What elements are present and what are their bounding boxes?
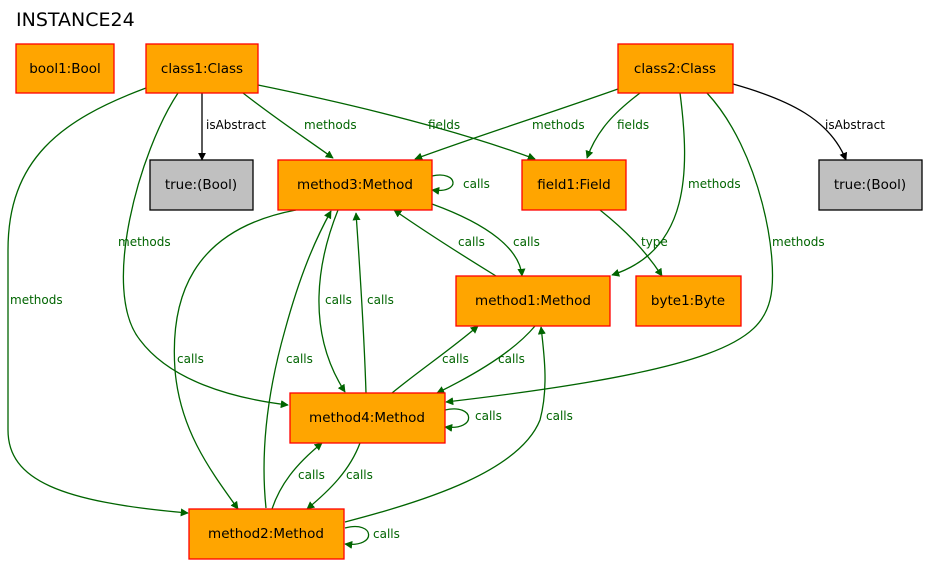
node-true-1: true:(Bool) [149,159,254,211]
edge-method3-method2-calls [173,209,297,510]
edge-class1-fields-field1 [257,84,536,161]
label-method4-self: calls [475,409,502,423]
edge-method3-self-calls [431,174,454,195]
label-method2-method4: calls [298,468,325,482]
node-method3: method3:Method [277,159,433,211]
label-method4-method3: calls [367,293,394,307]
label-class2-methods-method4: methods [772,235,825,249]
svg-text:bool1:Bool: bool1:Bool [29,61,101,77]
node-class2: class2:Class [617,43,734,94]
node-method2: method2:Method [188,508,345,560]
edge-method3-method4-calls [318,209,346,393]
edge-method4-method1-calls [391,325,479,394]
edge-method2-method4-calls [271,442,323,510]
node-class1: class1:Class [145,43,259,94]
diagram-title: INSTANCE24 [16,9,135,31]
svg-text:true:(Bool): true:(Bool) [834,177,906,193]
label-method3-method1: calls [513,235,540,249]
edge-class1-methods-method4 [122,92,289,409]
edge-field1-type-byte1 [599,209,663,277]
svg-text:byte1:Byte: byte1:Byte [651,293,725,309]
label-method2-method1: calls [546,409,573,423]
label-class2-fields: fields [617,118,649,132]
label-class1-isabstract: isAbstract [206,118,266,132]
label-method4-method2: calls [346,468,373,482]
edge-method1-method4-calls [436,325,536,394]
label-class2-methods-method1: methods [688,177,741,191]
svg-text:class1:Class: class1:Class [161,61,243,77]
node-bool1: bool1:Bool [15,43,115,94]
edge-method4-self-calls [444,408,470,432]
edge-class2-methods-method1 [611,92,686,277]
label-field1-type: type [641,235,668,249]
edge-method1-method3-calls [393,209,497,277]
label-class2-methods-method3: methods [532,118,585,132]
label-method3-method2: calls [177,352,204,366]
svg-text:method4:Method: method4:Method [309,410,425,426]
label-method1-method3: calls [458,235,485,249]
node-method4: method4:Method [289,392,446,444]
edge-method2-method1-calls [344,326,546,523]
edge-method2-method3-calls [263,210,332,509]
edge-method4-method2-calls [306,442,361,510]
label-method1-method4: calls [498,352,525,366]
label-class1-methods-method3: methods [304,118,357,132]
svg-text:method1:Method: method1:Method [475,293,591,309]
node-field1: field1:Field [521,159,627,211]
label-method2-method3: calls [286,352,313,366]
edge-class2-fields-field1 [585,92,641,159]
label-method3-self: calls [463,177,490,191]
label-class1-methods-method4: methods [118,235,171,249]
label-class1-methods-method2: methods [10,293,63,307]
node-true-2: true:(Bool) [818,159,923,211]
label-method2-self: calls [373,527,400,541]
node-byte1: byte1:Byte [635,275,742,327]
edge-method4-method3-calls [352,212,367,394]
edge-class2-methods-method3 [414,83,633,161]
svg-text:method3:Method: method3:Method [297,177,413,193]
label-class2-isabstract: isAbstract [825,118,885,132]
edge-class2-methods-method4 [445,92,774,406]
node-method1: method1:Method [455,275,611,327]
edge-class1-methods-method3 [242,92,334,159]
edge-class1-methods-method2 [7,87,189,517]
svg-text:field1:Field: field1:Field [537,177,610,193]
label-method4-method1: calls [442,352,469,366]
label-method3-method4: calls [325,293,352,307]
label-class1-fields: fields [428,118,460,132]
edge-method3-method1-calls [431,203,526,277]
svg-text:class2:Class: class2:Class [634,61,716,77]
svg-text:method2:Method: method2:Method [208,526,324,542]
edge-class2-isabstract [732,83,848,161]
edge-method2-self-calls [344,525,370,549]
svg-text:true:(Bool): true:(Bool) [165,177,237,193]
